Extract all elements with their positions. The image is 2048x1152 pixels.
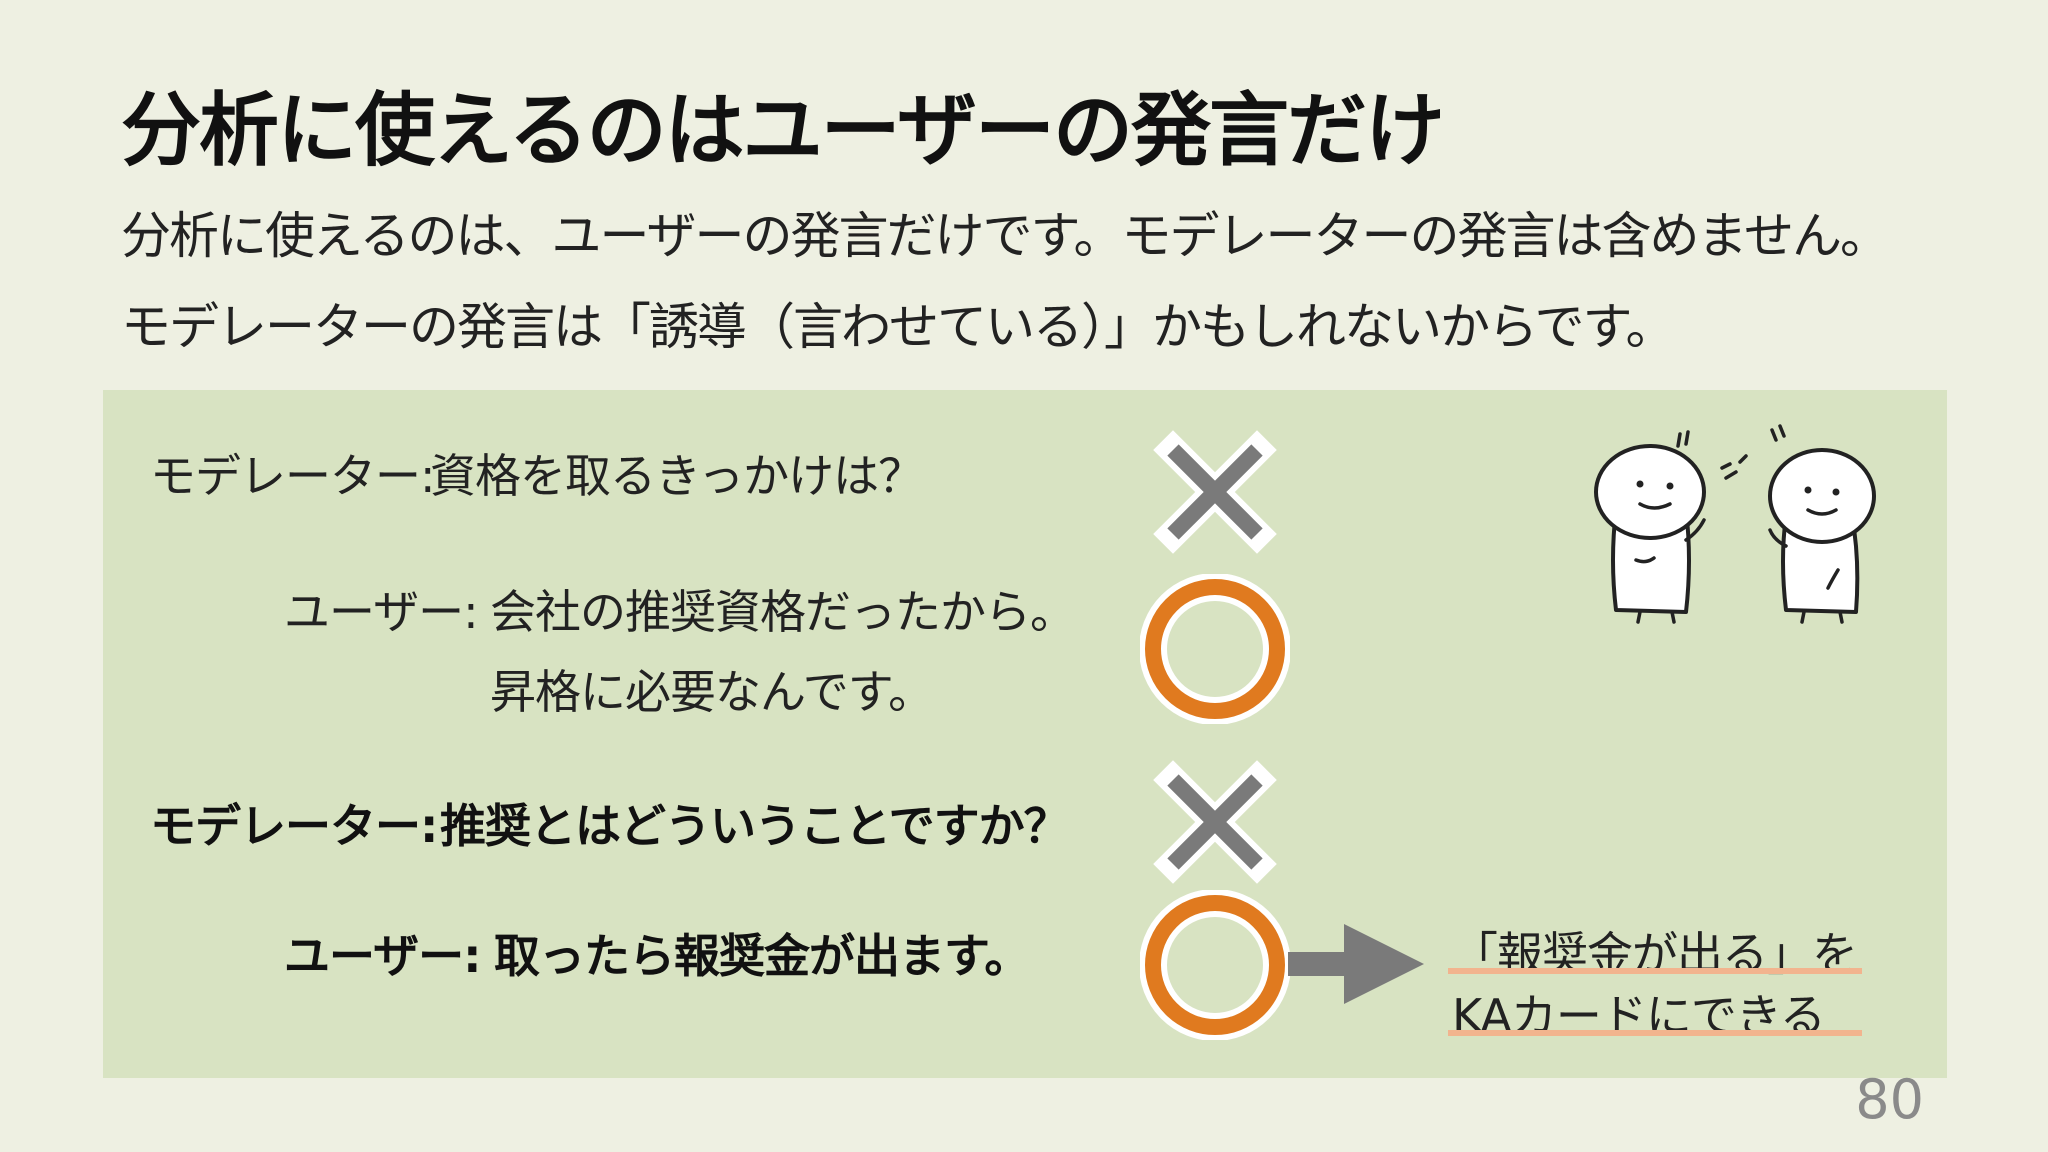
moderator-label-1: モデレーター: bbox=[150, 449, 435, 503]
arrow-right-icon bbox=[1288, 924, 1424, 1004]
note-highlight-2 bbox=[1448, 1030, 1862, 1036]
page-number: 80 bbox=[1855, 1068, 1924, 1131]
note-highlight-1 bbox=[1448, 968, 1862, 974]
moderator-label-2: モデレーター: bbox=[150, 799, 438, 853]
user-answer-1a: 会社の推奨資格だったから。 bbox=[490, 585, 1076, 639]
moderator-question-1: 資格を取るきっかけは？ bbox=[430, 449, 924, 503]
cross-mark-icon bbox=[1153, 430, 1277, 554]
cross-mark-icon bbox=[1153, 760, 1277, 884]
user-answer-2: 取ったら報奨金が出ます。 bbox=[494, 929, 1030, 983]
ka-card-note-line-1: 「報奨金が出る」を bbox=[1452, 927, 1858, 981]
moderator-question-2: 推奨とはどういうことですか？ bbox=[440, 799, 1070, 853]
slide-title: 分析に使えるのはユーザーの発言だけ bbox=[121, 84, 1445, 177]
intro-line-1: 分析に使えるのは、ユーザーの発言だけです。モデレーターの発言は含めません。 bbox=[121, 207, 1890, 265]
ka-card-note-line-2: KAカードにできる bbox=[1452, 989, 1826, 1043]
two-people-illustration bbox=[1594, 424, 1876, 624]
circle-mark-icon bbox=[1140, 574, 1290, 724]
user-answer-1b: 昇格に必要なんです。 bbox=[490, 665, 934, 719]
user-label-1: ユーザー: bbox=[284, 585, 479, 639]
circle-mark-icon bbox=[1140, 890, 1290, 1040]
user-label-2: ユーザー: bbox=[284, 929, 481, 983]
intro-line-2: モデレーターの発言は「誘導（言わせている）」かもしれないからです。 bbox=[121, 298, 1675, 356]
